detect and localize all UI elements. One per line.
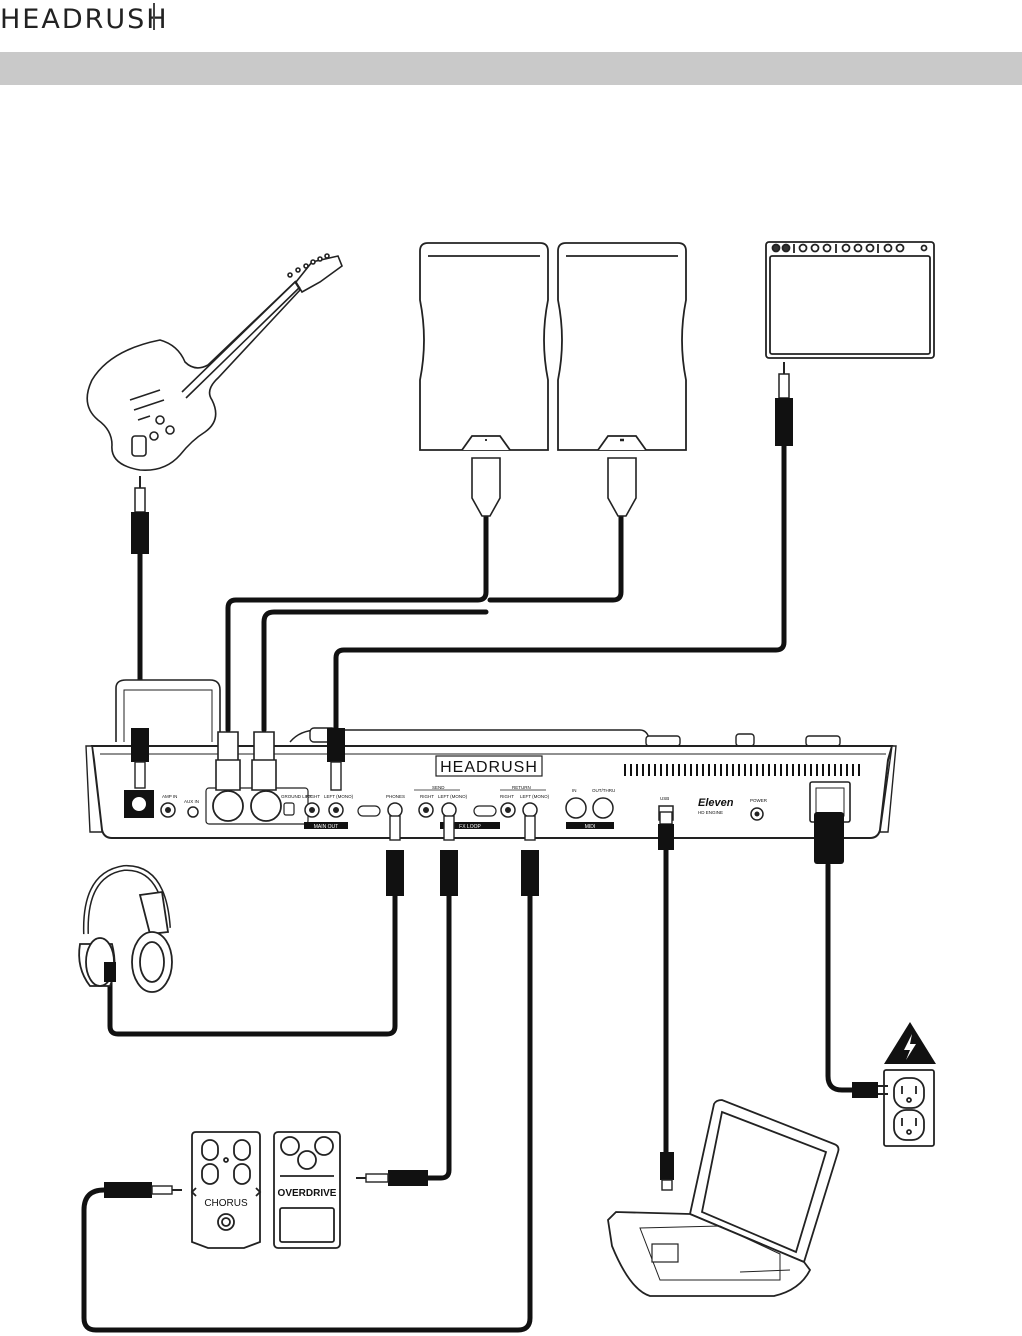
fx-loop-label: FX LOOP: [459, 824, 481, 830]
speaker-left-cable: [228, 515, 486, 730]
pedal-icon: [192, 1132, 260, 1248]
usb-label: USB: [660, 796, 669, 801]
send-right-label: RIGHT: [420, 794, 434, 799]
amp-in-label: AMP IN: [162, 794, 177, 799]
headrush-unit: HEADRUSH AMP IN AUX IN: [86, 680, 896, 838]
chorus-label: CHORUS: [204, 1198, 248, 1209]
overdrive-label: OVERDRIVE: [278, 1188, 337, 1199]
return-right-label: RIGHT: [500, 794, 514, 799]
midi-label: MIDI: [585, 824, 596, 830]
aux-in-label: AUX IN: [184, 799, 199, 804]
power-plug: [852, 1082, 888, 1098]
midi-out-label: OUT/THRU: [592, 788, 615, 793]
midi-in-label: IN: [572, 788, 577, 793]
headphones-icon: [79, 868, 172, 992]
amplifier-icon: [766, 242, 934, 358]
speaker-icon: [558, 243, 686, 450]
return-label: RETURN: [512, 785, 531, 790]
power-outlet-icon: [884, 1070, 934, 1146]
fx-send-cable: [424, 895, 449, 1178]
pedal-plugs: [104, 1170, 428, 1198]
eleven-logo: Eleven: [698, 797, 734, 809]
phones-label: PHONES: [386, 794, 405, 799]
laptop-icon: [608, 1100, 839, 1296]
send-left-label: LEFT (MONO): [438, 794, 468, 799]
amp-cable: [336, 445, 784, 730]
power-label: POWER: [750, 798, 768, 803]
main-out-label: MAIN OUT: [314, 824, 338, 830]
amp-plug: [775, 362, 793, 446]
guitar-plug: [131, 476, 149, 554]
power-cable: [828, 865, 872, 1090]
headphones-plug: [104, 962, 116, 982]
send-label: SEND: [432, 785, 445, 790]
speaker-icon: [420, 243, 548, 450]
panel-logo: HEADRUSH: [440, 759, 538, 776]
usb-plug: [660, 1152, 674, 1190]
speaker-xlr-connectors: [472, 458, 636, 516]
warning-icon: [884, 1022, 936, 1064]
speaker-right-cable: [264, 612, 486, 730]
right-label: RIGHT: [306, 794, 320, 799]
guitar-icon: [87, 254, 342, 470]
left-mono-label: LEFT (MONO): [324, 794, 354, 799]
return-left-label: LEFT (MONO): [520, 794, 550, 799]
eleven-subtitle: HD ENGINE: [698, 810, 723, 815]
